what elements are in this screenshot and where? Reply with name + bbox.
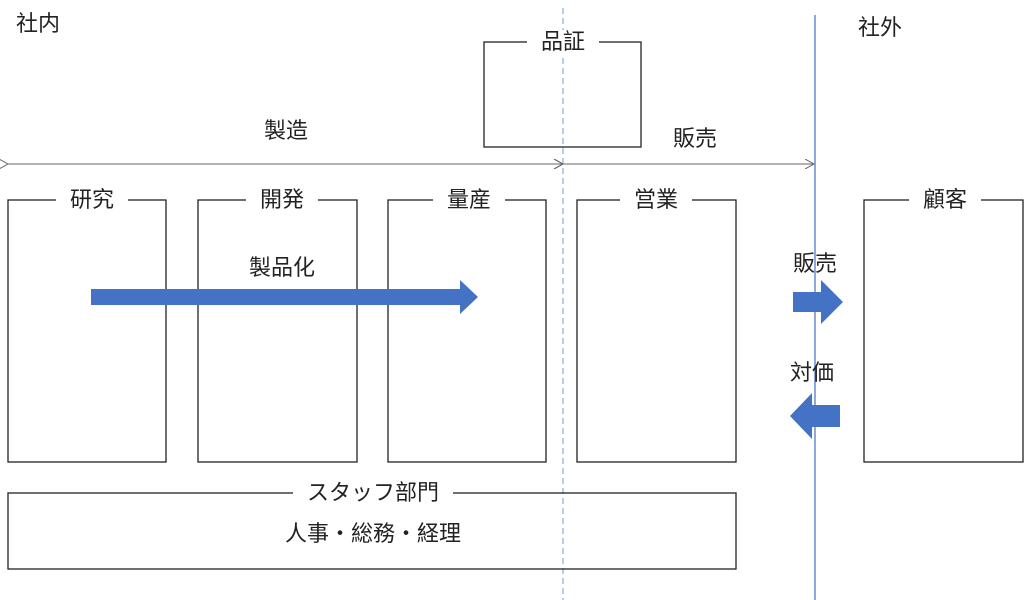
staff-detail-label: 人事・総務・経理 <box>284 522 462 547</box>
sell-label: 販売 <box>792 252 838 277</box>
payment-arrow <box>790 393 840 439</box>
sell-arrow <box>793 280 843 324</box>
sales-dept-label: 営業 <box>619 188 693 214</box>
customer-label: 顧客 <box>908 188 982 214</box>
sales-dept-box <box>576 199 737 463</box>
productization-label: 製品化 <box>248 256 316 281</box>
manufacturing-label: 製造 <box>263 119 309 144</box>
mass-production-box <box>387 199 547 463</box>
external-label: 社外 <box>858 16 903 41</box>
research-box <box>7 199 167 463</box>
staff-dept-label: スタッフ部門 <box>292 481 454 507</box>
payment-label: 対価 <box>789 361 835 386</box>
internal-label: 社内 <box>16 12 61 37</box>
research-label: 研究 <box>55 188 129 214</box>
development-label: 開発 <box>245 188 319 214</box>
productization-arrow <box>91 280 478 314</box>
development-box <box>197 199 358 463</box>
sales-span-label: 販売 <box>672 127 718 152</box>
qa-label: 品証 <box>526 30 600 56</box>
customer-box <box>863 199 1024 463</box>
mass-production-label: 量産 <box>432 188 506 214</box>
